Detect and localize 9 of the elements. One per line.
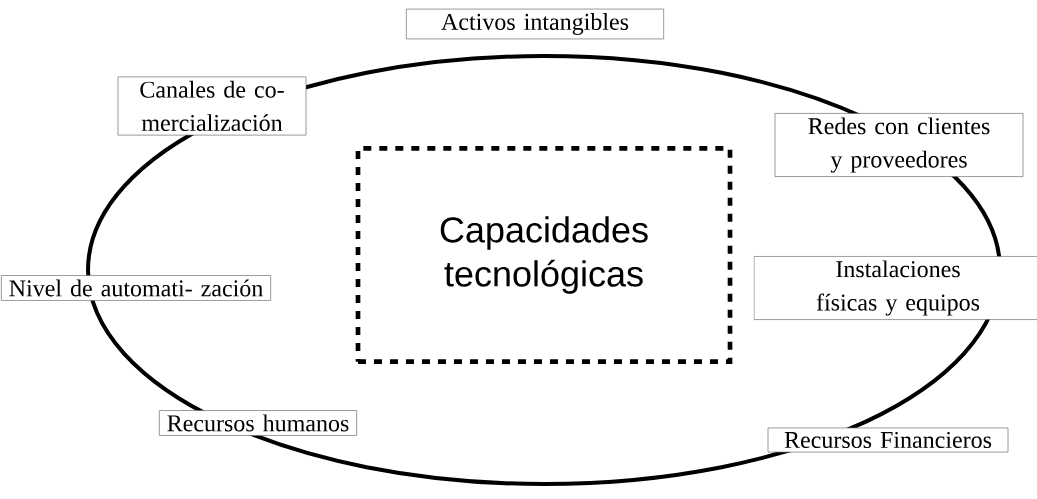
- node-label: Instalaciones físicas y equipos: [816, 260, 980, 316]
- dashed-box: Capacidades tecnológicas: [355, 146, 733, 364]
- label-box: Canales de co- mercialización: [117, 76, 307, 136]
- label-box: Redes con clientes y proveedores: [774, 113, 1024, 177]
- label-box: Recursos humanos: [159, 410, 357, 436]
- label-box: Instalaciones físicas y equipos: [753, 256, 1037, 320]
- label-box: Activos intangibles: [406, 8, 664, 40]
- label-box: Recursos Financieros: [767, 427, 1009, 453]
- label-box: Nivel de automati- zación: [1, 275, 271, 301]
